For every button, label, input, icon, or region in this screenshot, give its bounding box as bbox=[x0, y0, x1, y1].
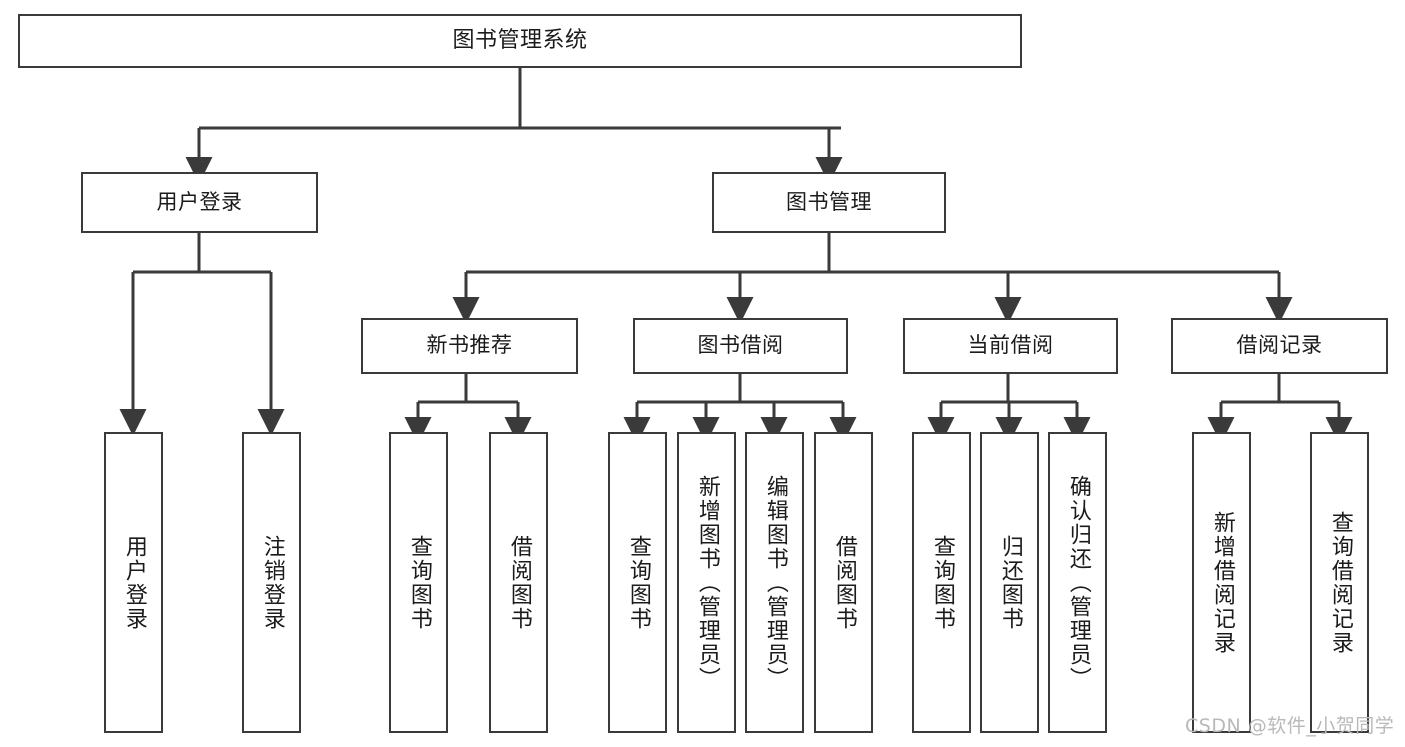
node-leaf-return-book[interactable]: 归还图书 bbox=[980, 432, 1039, 733]
node-label: 图书管理 bbox=[786, 189, 872, 214]
node-label: 新增图书（管理员） bbox=[694, 474, 720, 691]
node-leaf-query-book-2[interactable]: 查询图书 bbox=[608, 432, 667, 733]
csdn-watermark: CSDN @软件_小贺同学 bbox=[1185, 715, 1395, 737]
node-borrow-record[interactable]: 借阅记录 bbox=[1171, 318, 1388, 374]
node-label: 借阅图书 bbox=[506, 534, 532, 631]
node-leaf-user-login[interactable]: 用户登录 bbox=[104, 432, 163, 733]
node-label: 归还图书 bbox=[997, 534, 1023, 631]
node-root-system[interactable]: 图书管理系统 bbox=[18, 14, 1022, 68]
node-label: 查询图书 bbox=[406, 534, 432, 631]
node-leaf-borrow-book-2[interactable]: 借阅图书 bbox=[814, 432, 873, 733]
node-leaf-query-book-1[interactable]: 查询图书 bbox=[389, 432, 448, 733]
node-current-borrow[interactable]: 当前借阅 bbox=[903, 318, 1118, 374]
node-label: 新书推荐 bbox=[426, 333, 513, 358]
node-book-borrow[interactable]: 图书借阅 bbox=[633, 318, 848, 374]
node-label: 用户登录 bbox=[121, 534, 147, 631]
node-leaf-add-book[interactable]: 新增图书（管理员） bbox=[677, 432, 736, 733]
node-new-book-recommend[interactable]: 新书推荐 bbox=[361, 318, 578, 374]
node-label: 图书借阅 bbox=[697, 333, 784, 358]
node-leaf-logout[interactable]: 注销登录 bbox=[242, 432, 301, 733]
node-leaf-add-record[interactable]: 新增借阅记录 bbox=[1192, 432, 1251, 733]
node-leaf-edit-book[interactable]: 编辑图书（管理员） bbox=[745, 432, 804, 733]
node-label: 图书管理系统 bbox=[452, 28, 588, 54]
node-label: 查询借阅记录 bbox=[1327, 510, 1353, 655]
node-label: 用户登录 bbox=[156, 189, 243, 214]
node-label: 新增借阅记录 bbox=[1209, 510, 1235, 655]
node-label: 查询图书 bbox=[625, 534, 651, 631]
node-leaf-query-book-3[interactable]: 查询图书 bbox=[912, 432, 971, 733]
node-label: 编辑图书（管理员） bbox=[762, 474, 788, 691]
node-user-login[interactable]: 用户登录 bbox=[81, 172, 318, 233]
node-book-manage[interactable]: 图书管理 bbox=[712, 172, 946, 233]
node-leaf-query-record[interactable]: 查询借阅记录 bbox=[1310, 432, 1369, 733]
node-label: 注销登录 bbox=[259, 534, 285, 631]
node-label: 确认归还（管理员） bbox=[1065, 474, 1091, 691]
node-leaf-confirm-return[interactable]: 确认归还（管理员） bbox=[1048, 432, 1107, 733]
node-label: 借阅图书 bbox=[831, 534, 857, 631]
node-label: 当前借阅 bbox=[967, 333, 1054, 358]
node-label: 借阅记录 bbox=[1236, 333, 1323, 358]
node-leaf-borrow-book-1[interactable]: 借阅图书 bbox=[489, 432, 548, 733]
node-label: 查询图书 bbox=[929, 534, 955, 631]
